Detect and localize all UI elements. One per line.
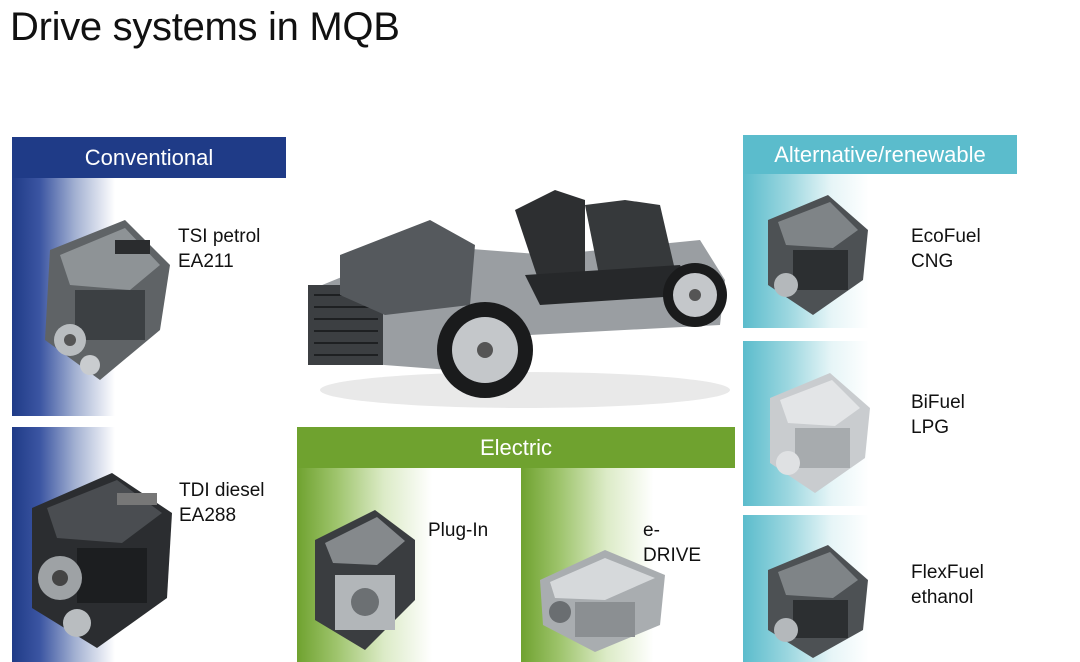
- electric-item-label: e- DRIVE: [643, 520, 702, 566]
- cng-engine-icon: [768, 195, 868, 315]
- electric-item-label: Plug-In: [428, 520, 489, 541]
- conventional-item-label: TDI diesel EA288: [179, 480, 265, 526]
- e-drive-unit-icon: [540, 550, 665, 652]
- ethanol-engine-icon: [768, 545, 868, 658]
- alternative-item-label: FlexFuel ethanol: [911, 562, 984, 608]
- petrol-engine-icon: [45, 220, 170, 380]
- lpg-engine-icon: [770, 373, 870, 493]
- conventional-header: Conventional: [12, 137, 286, 178]
- alternative-item-label: EcoFuel CNG: [911, 226, 981, 272]
- page-title: Drive systems in MQB: [10, 5, 400, 49]
- alternative-header: Alternative/renewable: [743, 135, 1017, 174]
- conventional-item-label: TSI petrol EA211: [178, 226, 261, 272]
- diesel-engine-icon: [32, 473, 172, 648]
- electric-header: Electric: [297, 427, 735, 468]
- alternative-item-label: BiFuel LPG: [911, 392, 965, 438]
- plug-in-drive-icon: [315, 510, 415, 650]
- mqb-chassis-image: [308, 190, 730, 408]
